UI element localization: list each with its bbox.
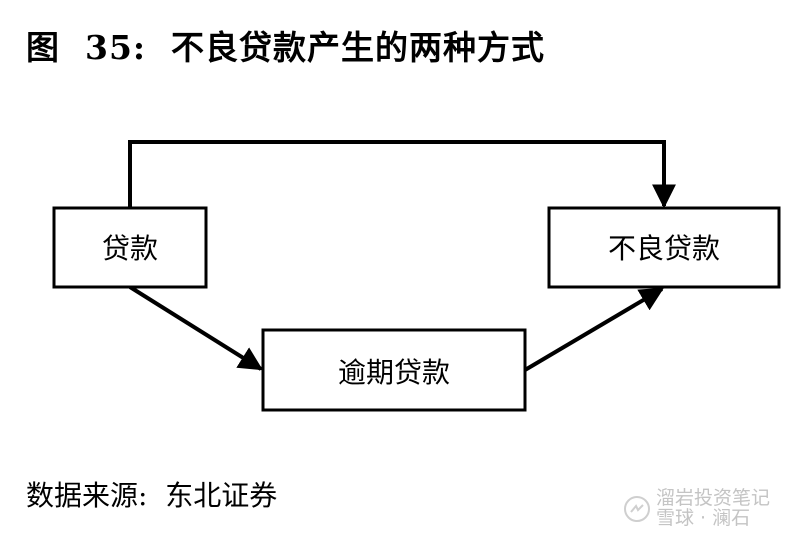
watermark: 溜岩投资笔记 雪球 · 澜石 <box>656 488 770 528</box>
edge-loan-to-npl <box>128 140 676 209</box>
node-loan: 贷款 <box>52 206 208 289</box>
wechat-icon <box>624 496 650 522</box>
node-npl: 不良贷款 <box>547 206 781 289</box>
node-loan-label: 贷款 <box>102 232 158 265</box>
watermark-line2: 雪球 · 澜石 <box>656 507 751 529</box>
figure-title: 图 35: 不良贷款产生的两种方式 <box>26 28 546 67</box>
node-overdue-label: 逾期贷款 <box>338 356 450 389</box>
edge-loan-to-overdue <box>128 285 264 371</box>
node-overdue: 逾期贷款 <box>261 328 527 412</box>
watermark-line1: 溜岩投资笔记 <box>656 487 771 509</box>
node-npl-label: 不良贷款 <box>608 232 720 265</box>
edge-overdue-to-npl <box>523 287 665 372</box>
data-source: 数据来源: 东北证券 <box>26 479 278 512</box>
